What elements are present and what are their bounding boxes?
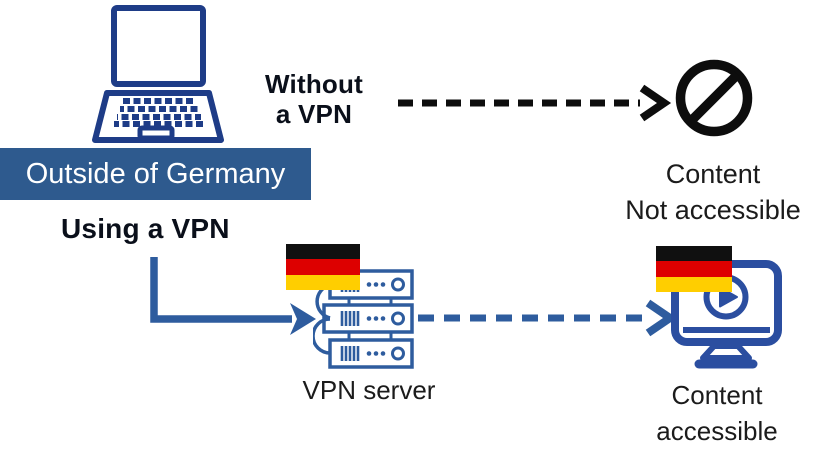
laptop-base <box>92 90 224 143</box>
laptop-trackpad <box>137 125 175 141</box>
prohibition-icon <box>675 59 753 137</box>
without-vpn-line2: a VPN <box>275 99 353 129</box>
flag-stripe-red <box>286 259 360 275</box>
outside-germany-banner: Outside of Germany <box>0 148 311 200</box>
not-accessible-line1: Content <box>665 159 761 189</box>
flag-stripe-gold <box>286 274 360 290</box>
arrowhead <box>645 299 678 337</box>
accessible-line1: Content <box>671 380 763 410</box>
arrowhead <box>290 303 316 335</box>
dashed-arrow-blue-icon <box>418 299 678 337</box>
not-accessible-line2: Not accessible <box>625 195 801 225</box>
laptop-screen <box>111 5 206 87</box>
flag-stripe-black <box>656 246 732 262</box>
without-vpn-line1: Without <box>265 69 363 99</box>
laptop-icon <box>92 5 224 143</box>
flag-stripe-gold <box>656 276 732 292</box>
flag-stripe-red <box>656 261 732 277</box>
monitor-stand <box>700 343 752 361</box>
server-stack-icon <box>313 269 414 369</box>
arrowhead <box>639 84 672 122</box>
dashed-arrow-black-icon <box>398 84 672 122</box>
german-flag-icon <box>656 246 732 292</box>
accessible-line2: accessible <box>656 416 778 446</box>
elbow-arrow-icon <box>150 257 316 335</box>
german-flag-icon <box>286 244 360 290</box>
laptop-keyboard <box>114 98 204 127</box>
vpn-server-label: VPN server <box>302 375 436 405</box>
accessible-label: Content accessible <box>628 377 806 449</box>
not-accessible-label: Content Not accessible <box>610 156 816 228</box>
without-vpn-label: Without a VPN <box>248 69 380 129</box>
flag-stripe-black <box>286 244 360 260</box>
banner-label: Outside of Germany <box>25 157 286 190</box>
using-vpn-label: Using a VPN <box>61 213 230 244</box>
server-unit-details <box>340 277 405 361</box>
